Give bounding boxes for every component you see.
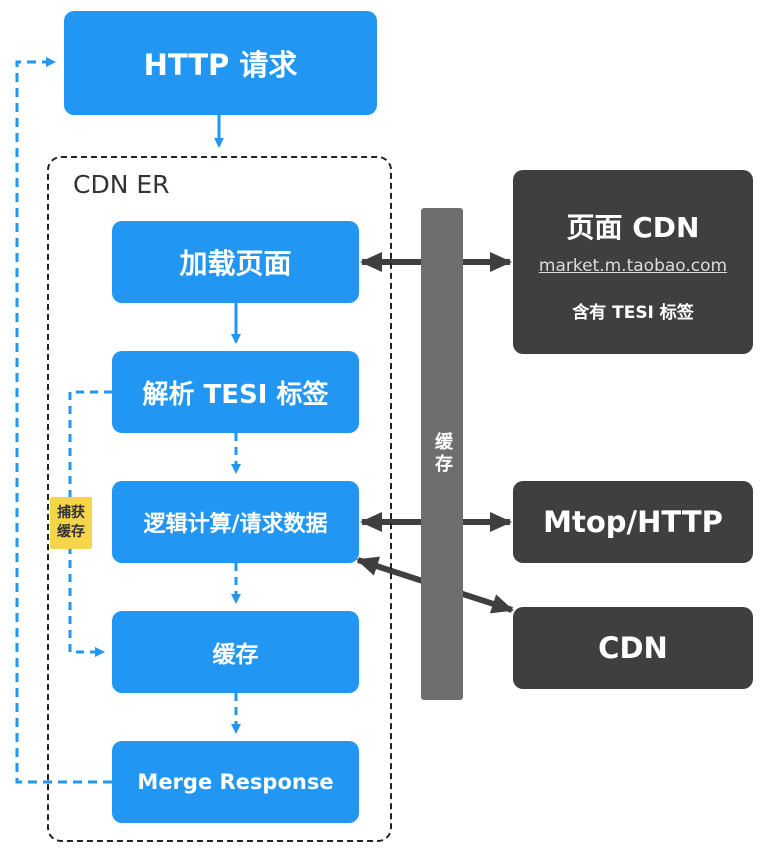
merge-response-label: Merge Response (137, 770, 334, 794)
load-page-label: 加载页面 (179, 247, 292, 280)
parse-tesi-label: 解析 TESI 标签 (142, 379, 329, 410)
mtop-http-box: Mtop/HTTP (513, 481, 753, 563)
response-loop-arrow (15, 57, 112, 784)
http-request-label: HTTP 请求 (143, 48, 298, 82)
cache-box: 缓存 (112, 611, 359, 693)
http-request-box: HTTP 请求 (64, 11, 377, 115)
cache-layer-bar: 缓存 (421, 208, 463, 700)
capture-cache-note-label: 捕获 缓存 (57, 505, 85, 540)
parse-tesi-box: 解析 TESI 标签 (112, 351, 359, 433)
cdn-label: CDN (598, 631, 668, 665)
capture-cache-note: 捕获 缓存 (50, 497, 92, 549)
cdn-box: CDN (513, 607, 753, 689)
merge-response-box: Merge Response (112, 741, 359, 823)
cdn-er-container (47, 156, 392, 842)
cdn-er-label: CDN ER (73, 170, 170, 199)
logic-request-box: 逻辑计算/请求数据 (112, 481, 359, 563)
load-page-box: 加载页面 (112, 221, 359, 303)
page-cdn-domain-link[interactable]: market.m.taobao.com (538, 255, 728, 276)
page-cdn-title: 页面 CDN (566, 210, 700, 244)
page-cdn-box: 页面 CDN market.m.taobao.com 含有 TESI 标签 (513, 170, 753, 354)
cache-layer-label: 缓存 (432, 432, 453, 476)
page-cdn-note: 含有 TESI 标签 (572, 302, 694, 323)
cache-label: 缓存 (212, 642, 259, 668)
logic-request-label: 逻辑计算/请求数据 (143, 512, 328, 537)
mtop-http-label: Mtop/HTTP (543, 505, 723, 539)
